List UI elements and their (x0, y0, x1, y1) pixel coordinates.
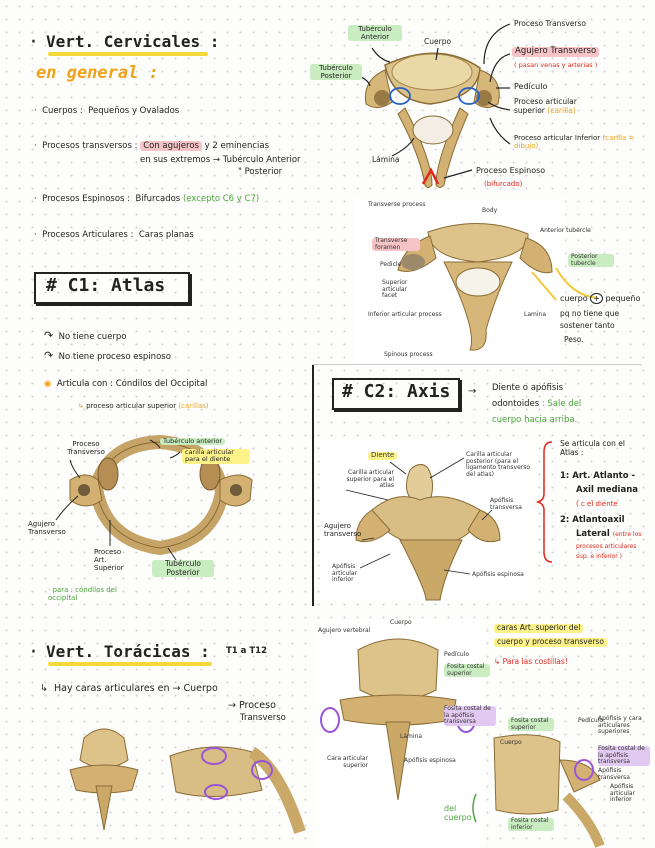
thoracic-label-cuerpo2: Cuerpo (500, 740, 522, 747)
thoracic-label-agujero: Agujero vertebral (318, 628, 370, 635)
thoracic-caras-note2: cuerpo y proceso transverso (494, 638, 607, 647)
thoracic-del-cuerpo: del cuerpo (444, 804, 474, 822)
thoracic-costillas: ↳ Para las costillas! (494, 658, 568, 667)
thoracic-label-apofisis-caras: Apófisis y cara articulares superiores (598, 716, 650, 736)
thoracic-label-fosita-inf: Fosita costal inferior (508, 818, 554, 831)
thoracic-caras-note: caras Art. superior del (494, 624, 583, 633)
thoracic-label-cara-art: Cara articular superior (324, 756, 368, 769)
thoracic-label-fosita-sup: Fosita costal superior (444, 664, 490, 677)
thoracic-label-pediculo: Pedículo (444, 652, 469, 659)
thoracic-label-apofisis-art-inf: Apófisis articular inferior (610, 784, 646, 804)
thoracic-label-apofisis-esp: Apófisis espinosa (404, 758, 456, 765)
thoracic-label-apofisis-trans: Apófisis transversa (598, 768, 642, 781)
thoracic-label-lamina: Lámina (400, 734, 422, 741)
thoracic-label-fosita-trans: Fosita costal de la apófisis transversa (444, 706, 496, 726)
thoracic-label-fosita-sup2: Fosita costal superior (508, 718, 554, 731)
thoracic-label-cuerpo: Cuerpo (390, 620, 412, 627)
thoracic-label-fosita-trans2: Fosita costal de la apófisis transversa (598, 746, 650, 766)
